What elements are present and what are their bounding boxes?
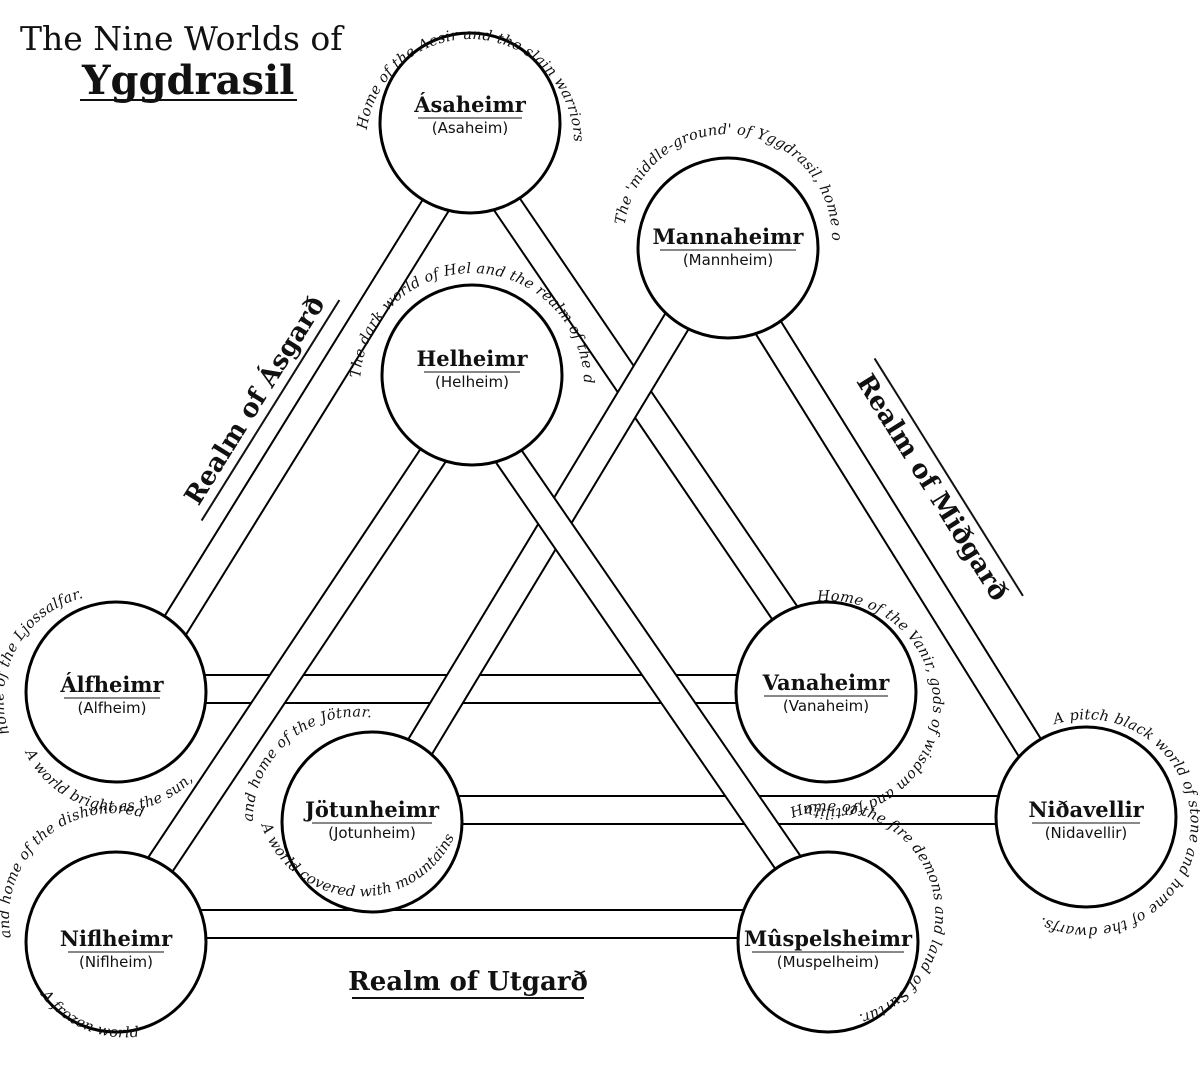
world-name: Mûspelsheimr <box>744 926 913 951</box>
svg-text:Realm of Utgarð: Realm of Utgarð <box>348 967 588 997</box>
world-alt-name: (Vanaheim) <box>783 697 869 715</box>
world-name: Mannaheimr <box>653 224 805 249</box>
world-alt-name: (Muspelheim) <box>777 953 879 971</box>
world-nidavellir[interactable]: Niðavellir (Nidavellir) A pitch black wo… <box>994 707 1200 939</box>
world-alt-name: (Alfheim) <box>78 699 147 717</box>
world-alt-name: (Jotunheim) <box>328 824 416 842</box>
world-alt-name: (Helheim) <box>435 373 509 391</box>
realm-label-utgard: Realm of Utgarð <box>348 967 588 999</box>
world-vanaheimr[interactable]: Vanaheimr (Vanaheim) Home of the Vanir, … <box>734 589 945 821</box>
world-name: Helheimr <box>416 346 528 371</box>
world-alt-name: (Nidavellir) <box>1045 824 1128 842</box>
world-name: Niðavellir <box>1028 797 1144 822</box>
world-alt-name: (Niflheim) <box>79 953 153 971</box>
world-alt-name: (Asaheim) <box>432 119 509 137</box>
world-name: Ásaheimr <box>413 92 527 117</box>
world-alt-name: (Mannheim) <box>683 251 773 269</box>
world-name: Álfheimr <box>59 672 164 697</box>
world-name: Jötunheimr <box>303 797 440 822</box>
world-niflheimr[interactable]: Niflheimr (Niflheim) and home of the dis… <box>0 0 208 1041</box>
title-line-2: Yggdrasil <box>81 57 294 104</box>
world-name: Vanaheimr <box>762 670 891 695</box>
title-line-1: The Nine Worlds of <box>20 19 345 58</box>
diagram-title: The Nine Worlds of Yggdrasil <box>20 19 345 104</box>
world-name: Niflheimr <box>60 926 173 951</box>
